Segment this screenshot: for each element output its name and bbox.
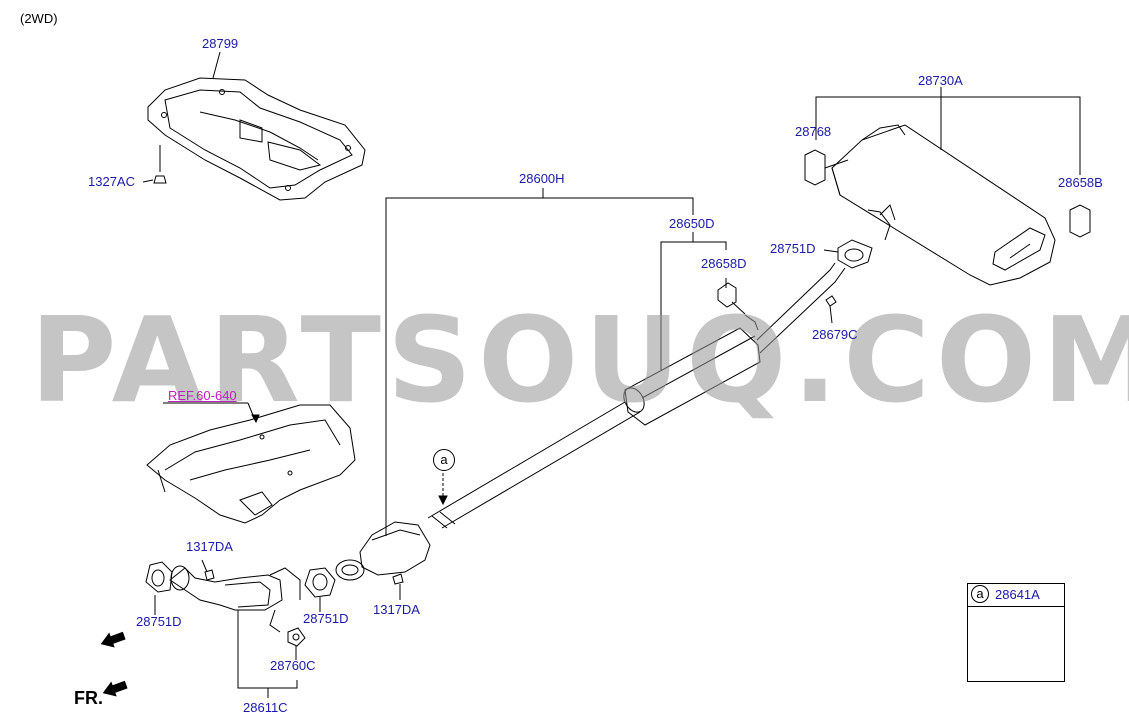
part-label-28658B[interactable]: 28658B xyxy=(1058,175,1103,190)
part-label-28751D-mid[interactable]: 28751D xyxy=(303,611,349,626)
part-label-28650D[interactable]: 28650D xyxy=(669,216,715,231)
part-label-1317DA-right[interactable]: 1317DA xyxy=(373,602,420,617)
part-label-28658D[interactable]: 28658D xyxy=(701,256,747,271)
inset-circle-a: a xyxy=(971,585,989,603)
front-direction-label: FR. xyxy=(74,688,103,708)
part-label-28641A[interactable]: 28641A xyxy=(995,587,1040,602)
part-label-1317DA-left[interactable]: 1317DA xyxy=(186,539,233,554)
part-label-28611C[interactable]: 28611C xyxy=(243,700,288,715)
catalytic-converter xyxy=(335,521,431,581)
heat-protector-lower xyxy=(146,404,356,524)
part-label-28730A[interactable]: 28730A xyxy=(918,73,963,88)
part-label-28768[interactable]: 28768 xyxy=(795,124,832,139)
part-label-28751D-top[interactable]: 28751D xyxy=(770,241,816,256)
part-label-28600H[interactable]: 28600H xyxy=(519,171,565,186)
heat-protector-28799 xyxy=(147,77,366,201)
inset-header xyxy=(968,584,1064,607)
variant-label: (2WD) xyxy=(20,11,58,26)
part-label-28751D-left[interactable]: 28751D xyxy=(136,614,182,629)
part-label-28760C[interactable]: 28760C xyxy=(270,658,316,673)
part-label-28799[interactable]: 28799 xyxy=(202,36,239,51)
front-pipe xyxy=(169,567,301,633)
callout-circle-a: a xyxy=(433,449,455,471)
muffler-28730A xyxy=(831,124,1056,286)
part-label-28679C[interactable]: 28679C xyxy=(812,327,858,342)
center-pipe xyxy=(427,262,846,529)
part-label-1327AC[interactable]: 1327AC xyxy=(88,174,135,189)
ref-link-60-640[interactable]: REF.60-640 xyxy=(168,388,237,403)
inset-box: a 28641A xyxy=(967,583,1065,682)
front-arrow-icon xyxy=(100,631,128,697)
